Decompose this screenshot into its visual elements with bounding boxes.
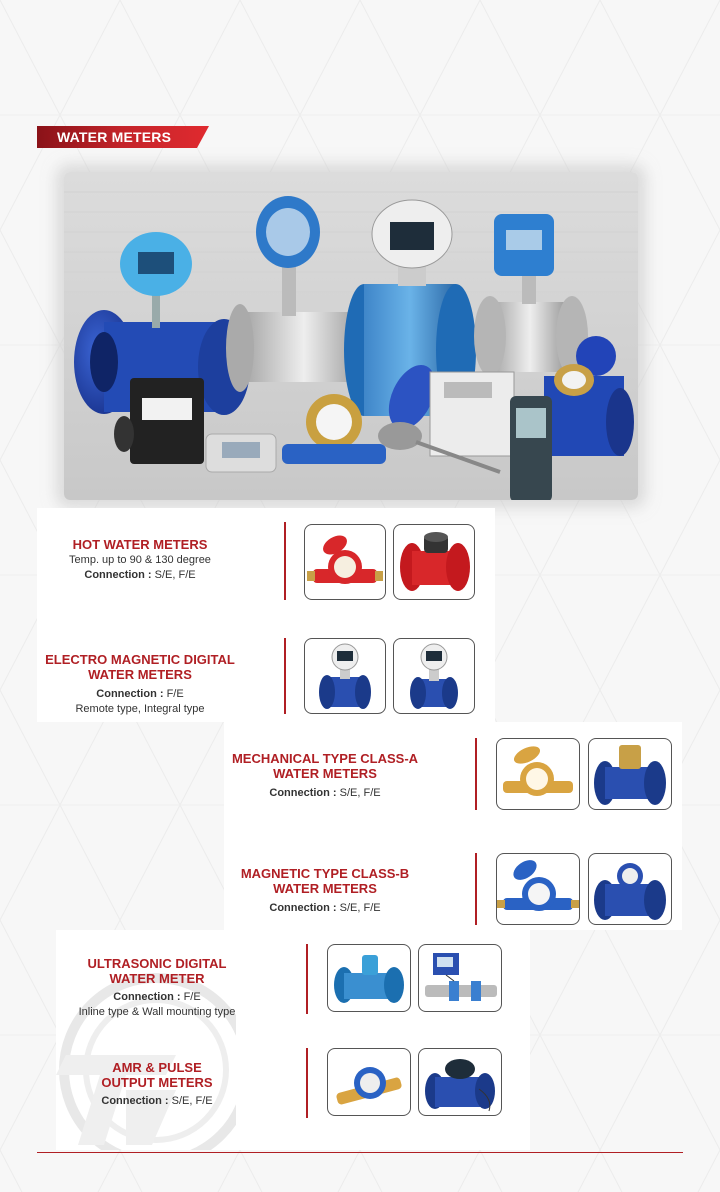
footer-divider [37, 1152, 683, 1153]
product-connection: Connection : S/E, F/E [84, 569, 196, 581]
product-thumb-em-integral[interactable] [304, 638, 386, 714]
product-magnetic-class-b: MAGNETIC TYPE CLASS-B WATER METERS Conne… [224, 866, 426, 915]
product-thumb-em-remote[interactable] [393, 638, 475, 714]
product-amr-pulse: AMR & PULSE OUTPUT METERS Connection : S… [56, 1060, 258, 1108]
product-thumb-hot-multijet[interactable] [304, 524, 386, 600]
product-title: MECHANICAL TYPE CLASS-A [231, 751, 419, 766]
product-thumb-woltman-blue[interactable] [588, 738, 672, 810]
product-title: MAGNETIC TYPE CLASS-B [240, 866, 410, 881]
product-title-line2: WATER METERS [273, 881, 377, 896]
product-connection: Connection : S/E, F/E [269, 787, 381, 799]
hero-product-image [64, 172, 638, 500]
product-electro-magnetic: ELECTRO MAGNETIC DIGITAL WATER METERS Co… [40, 652, 240, 716]
section-banner: WATER METERS [37, 126, 209, 148]
product-thumb-amr-woltman[interactable] [418, 1048, 502, 1116]
product-title-line2: WATER METERS [88, 667, 192, 682]
product-title: AMR & PULSE [112, 1060, 202, 1075]
product-temp: Temp. up to 90 & 130 degree [69, 554, 211, 566]
product-ultrasonic-digital: ULTRASONIC DIGITAL WATER METER Connectio… [56, 956, 258, 1019]
product-title: ULTRASONIC DIGITAL [87, 956, 227, 971]
product-title: ELECTRO MAGNETIC DIGITAL [45, 652, 235, 667]
product-divider [284, 638, 286, 714]
product-title: HOT WATER METERS [72, 537, 208, 552]
product-types: Inline type & Wall mounting type [78, 1006, 236, 1018]
product-connection: Connection : S/E, F/E [269, 902, 381, 914]
product-divider [475, 738, 477, 810]
section-title: WATER METERS [57, 129, 172, 145]
product-types: Remote type, Integral type [75, 703, 205, 715]
product-thumb-brass-multijet[interactable] [496, 738, 580, 810]
product-thumb-ultrasonic-wall[interactable] [418, 944, 502, 1012]
product-connection: Connection : F/E [113, 991, 201, 1003]
product-divider [284, 522, 286, 600]
product-thumb-hot-woltman[interactable] [393, 524, 475, 600]
product-thumb-ultrasonic-inline[interactable] [327, 944, 411, 1012]
product-divider [306, 1048, 308, 1118]
product-title-line2: WATER METERS [273, 766, 377, 781]
product-divider [475, 853, 477, 925]
product-title-line2: OUTPUT METERS [101, 1075, 213, 1090]
product-thumb-blue-multijet[interactable] [496, 853, 580, 925]
product-divider [306, 944, 308, 1014]
product-hot-water-meters: HOT WATER METERS Temp. up to 90 & 130 de… [40, 537, 240, 582]
banner-shape [37, 126, 209, 148]
product-title-line2: WATER METER [109, 971, 205, 986]
product-connection: Connection : S/E, F/E [101, 1095, 213, 1107]
product-thumb-blue-woltman[interactable] [588, 853, 672, 925]
bearing-logo-watermark [56, 973, 236, 1150]
product-mechanical-class-a: MECHANICAL TYPE CLASS-A WATER METERS Con… [224, 751, 426, 800]
product-connection: Connection : F/E [96, 688, 184, 700]
product-thumb-amr-brass[interactable] [327, 1048, 411, 1116]
